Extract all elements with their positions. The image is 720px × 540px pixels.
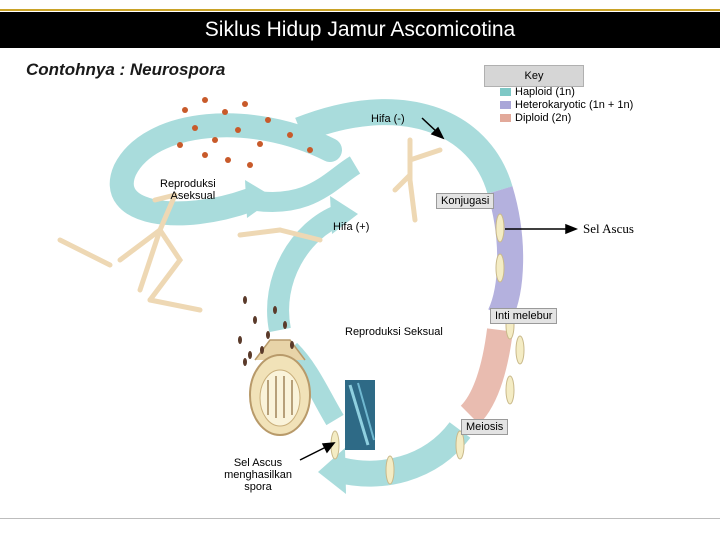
- inner-loop-arrow: [267, 204, 345, 333]
- conidia-spores: [177, 97, 313, 168]
- asexual-inner-arrow: [248, 156, 361, 212]
- ascospores: [238, 296, 294, 366]
- key-item-heterokaryotic: Heterokaryotic (1n + 1n): [500, 99, 633, 112]
- annotation-arrows: [299, 117, 579, 461]
- hyphae-minus: [392, 137, 443, 223]
- label-konjugasi: Konjugasi: [436, 193, 495, 209]
- key-title: Key: [484, 65, 584, 87]
- asexual-cycle-arrow: [109, 113, 342, 226]
- heterokaryotic-arrow: [487, 186, 524, 321]
- haploid-cycle-arrow: [295, 99, 513, 195]
- label-reproduksi-aseksual: Reproduksi Aseksual: [160, 178, 216, 202]
- footer-divider: [0, 518, 720, 519]
- key-item-diploid: Diploid (2n): [500, 112, 571, 125]
- asci: [330, 213, 525, 485]
- subtitle: Contohnya : Neurospora: [26, 60, 226, 79]
- label-reproduksi-seksual: Reproduksi Seksual: [345, 326, 443, 338]
- label-meiosis: Meiosis: [461, 419, 509, 435]
- hyphae-plus: [237, 227, 323, 243]
- diploid-swatch: [500, 114, 511, 123]
- haploid-swatch: [500, 88, 511, 97]
- label-sel-ascus: Sel Ascus: [583, 221, 634, 236]
- label-hifa-plus: Hifa (+): [333, 221, 370, 233]
- key-item-haploid: Haploid (1n): [500, 86, 575, 99]
- title-bar: Siklus Hidup Jamur Ascomicotina: [0, 12, 720, 48]
- asexual-hyphae: [57, 192, 203, 313]
- label-sel-ascus-spora: Sel Ascus menghasilkan spora: [224, 457, 292, 493]
- inner-loop-arrowhead: [330, 196, 358, 234]
- heterokaryotic-swatch: [500, 101, 511, 110]
- return-arrowhead: [318, 448, 346, 494]
- title-accent-line: [0, 9, 720, 11]
- diploid-arrow: [460, 328, 513, 425]
- perithecium: [249, 339, 311, 436]
- label-inti-melebur: Inti melebur: [490, 308, 558, 324]
- label-hifa-minus: Hifa (-): [371, 113, 405, 125]
- meiosis-return-arrow: [336, 421, 471, 487]
- page-title: Siklus Hidup Jamur Ascomicotina: [204, 18, 516, 41]
